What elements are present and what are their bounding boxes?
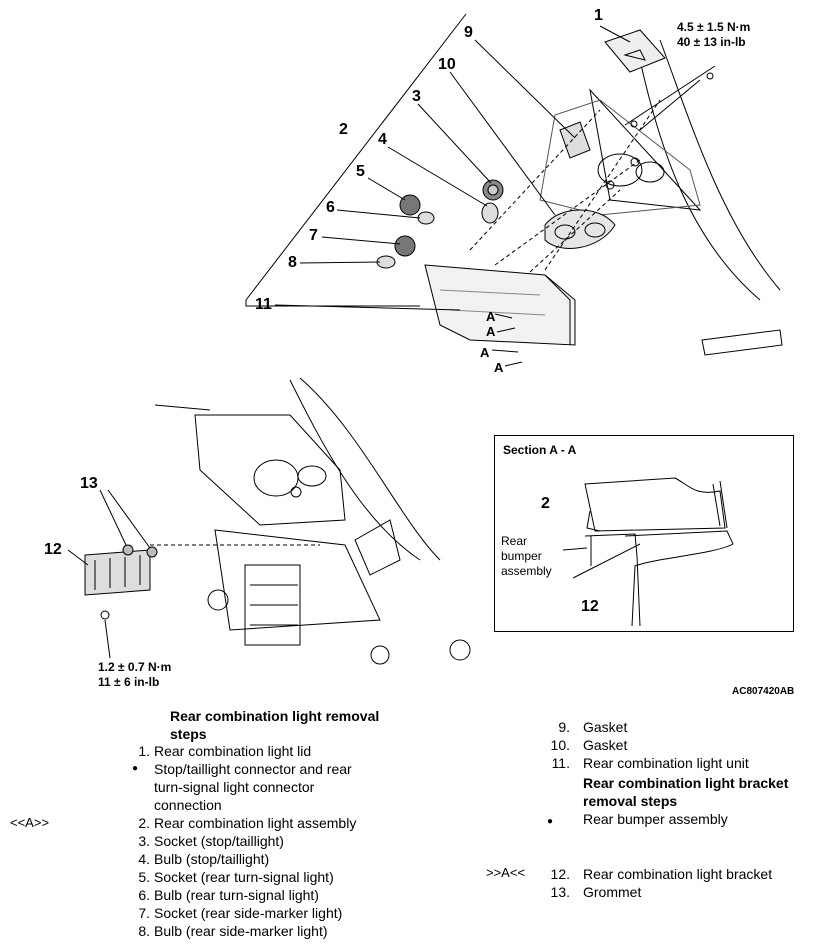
step-text: Rear bumper assembly <box>583 811 728 827</box>
left-steps-list: 1. Rear combination light lid ● Stop/tai… <box>120 742 420 940</box>
torque-top-metric: 4.5 ± 1.5 N·m <box>677 20 751 34</box>
callout-10: 10 <box>438 56 456 73</box>
step-text: turn-signal light connector <box>154 779 315 795</box>
list-item: 11. Rear combination light unit <box>540 754 820 772</box>
step-number: 7. <box>138 905 150 921</box>
light-unit <box>424 264 576 346</box>
list-item: 5. Socket (rear turn-signal light) <box>120 868 420 886</box>
list-item: 8. Bulb (rear side-marker light) <box>120 922 420 940</box>
section-a-a-box: Section A - A 2 Rear bumper assembly 12 <box>494 435 794 632</box>
torque-spec-bottom: 1.2 ± 0.7 N·m 11 ± 6 in-lb <box>98 660 171 690</box>
step-text: Bulb (rear side-marker light) <box>154 923 328 939</box>
left-heading-line1: Rear combination light removal <box>170 708 380 724</box>
section-title: Section A - A <box>503 443 577 457</box>
callout-1: 1 <box>594 7 603 24</box>
list-item: 13. Grommet <box>540 883 820 901</box>
note-ref-a-left: <<A>> <box>10 815 50 830</box>
step-text: Rear combination light bracket <box>583 866 773 882</box>
callout-13: 13 <box>80 475 98 492</box>
callout-12: 12 <box>44 541 62 558</box>
callout-a2: A <box>486 324 496 339</box>
step-number: 4. <box>138 851 150 867</box>
torque-top-imperial: 40 ± 13 in-lb <box>677 35 746 49</box>
callout-a1: A <box>486 309 496 324</box>
bullet-icon: ● <box>547 816 554 827</box>
note-ref-a-right: >>A<< <box>486 865 526 880</box>
list-item: 12. Rear combination light bracket <box>540 865 820 883</box>
vehicle-body-lower <box>154 377 441 561</box>
step-text: Rear combination light lid <box>154 743 312 759</box>
lid-part <box>604 29 666 73</box>
section-callout-2: 2 <box>541 495 550 512</box>
step-text: Socket (stop/taillight) <box>154 833 284 849</box>
step-number: 9. <box>558 719 570 735</box>
list-item: 9. Gasket <box>540 718 820 736</box>
bullet-icon: ● <box>131 763 139 774</box>
right-list-heading: Rear combination light bracket removal s… <box>583 774 788 810</box>
bumper-label-line2: bumper <box>501 549 542 563</box>
torque-spec-top: 4.5 ± 1.5 N·m 40 ± 13 in-lb <box>677 20 750 50</box>
step-text: connection <box>154 797 222 813</box>
list-item: 3. Socket (stop/taillight) <box>120 832 420 850</box>
callout-5: 5 <box>356 163 365 180</box>
callout-9: 9 <box>464 24 473 41</box>
step-number: 11. <box>551 755 570 771</box>
step-number: 6. <box>138 887 150 903</box>
list-item: 6. Bulb (rear turn-signal light) <box>120 886 420 904</box>
list-item: 2. Rear combination light assembly <box>120 814 420 832</box>
step-number: 8. <box>138 923 150 939</box>
figure-code: AC807420AB <box>732 686 795 697</box>
step-text: Rear combination light assembly <box>154 815 357 831</box>
right-steps-list-b: 12. Rear combination light bracket 13. G… <box>540 865 820 901</box>
step-text: Stop/taillight connector and rear <box>154 761 352 777</box>
callout-8: 8 <box>288 254 297 271</box>
list-item: 10. Gasket <box>540 736 820 754</box>
callout-4: 4 <box>378 131 387 148</box>
left-heading-line2: steps <box>170 726 207 742</box>
right-heading-line2: removal steps <box>583 793 678 809</box>
step-number: 1. <box>138 743 150 759</box>
list-item: 7. Socket (rear side-marker light) <box>120 904 420 922</box>
torque-bottom-metric: 1.2 ± 0.7 N·m <box>98 660 172 674</box>
callout-6: 6 <box>326 199 335 216</box>
left-list-heading: Rear combination light removal steps <box>170 707 379 743</box>
step-text: Socket (rear side-marker light) <box>154 905 343 921</box>
list-item: turn-signal light connector <box>120 778 420 796</box>
step-number: 5. <box>138 869 150 885</box>
section-callout-12: 12 <box>581 598 599 615</box>
right-bullet-item: ● Rear bumper assembly <box>547 811 807 827</box>
step-text: Socket (rear turn-signal light) <box>154 869 334 885</box>
callout-2: 2 <box>339 121 348 138</box>
callout-3: 3 <box>412 88 421 105</box>
group-bracket-line <box>245 13 467 307</box>
step-number: 3. <box>138 833 150 849</box>
step-number: 10. <box>550 737 570 753</box>
right-steps-list-a: 9. Gasket 10. Gasket 11. Rear combinatio… <box>540 718 820 772</box>
callout-7: 7 <box>309 227 318 244</box>
step-text: Bulb (rear turn-signal light) <box>154 887 319 903</box>
callout-a4: A <box>494 360 504 375</box>
step-number: 2. <box>138 815 150 831</box>
list-item: 4. Bulb (stop/taillight) <box>120 850 420 868</box>
step-text: Gasket <box>583 719 628 735</box>
vehicle-body-upper <box>589 39 781 301</box>
list-item: 1. Rear combination light lid <box>120 742 420 760</box>
callout-a3: A <box>480 345 490 360</box>
step-text: Bulb (stop/taillight) <box>154 851 270 867</box>
right-heading-line1: Rear combination light bracket <box>583 775 789 791</box>
bumper-label-line1: Rear <box>501 534 528 548</box>
step-text: Rear combination light unit <box>583 755 749 771</box>
torque-bottom-imperial: 11 ± 6 in-lb <box>98 675 160 689</box>
step-text: Grommet <box>583 884 642 900</box>
list-item: connection <box>120 796 420 814</box>
bumper-label-line3: assembly <box>501 564 552 578</box>
section-bumper-label: Rear bumper assembly <box>501 534 552 579</box>
step-number: 12. <box>550 866 570 882</box>
list-item: ● Stop/taillight connector and rear <box>120 760 420 778</box>
callout-11: 11 <box>255 296 272 313</box>
step-number: 13. <box>550 884 570 900</box>
section-drawing <box>562 477 734 627</box>
step-text: Gasket <box>583 737 628 753</box>
